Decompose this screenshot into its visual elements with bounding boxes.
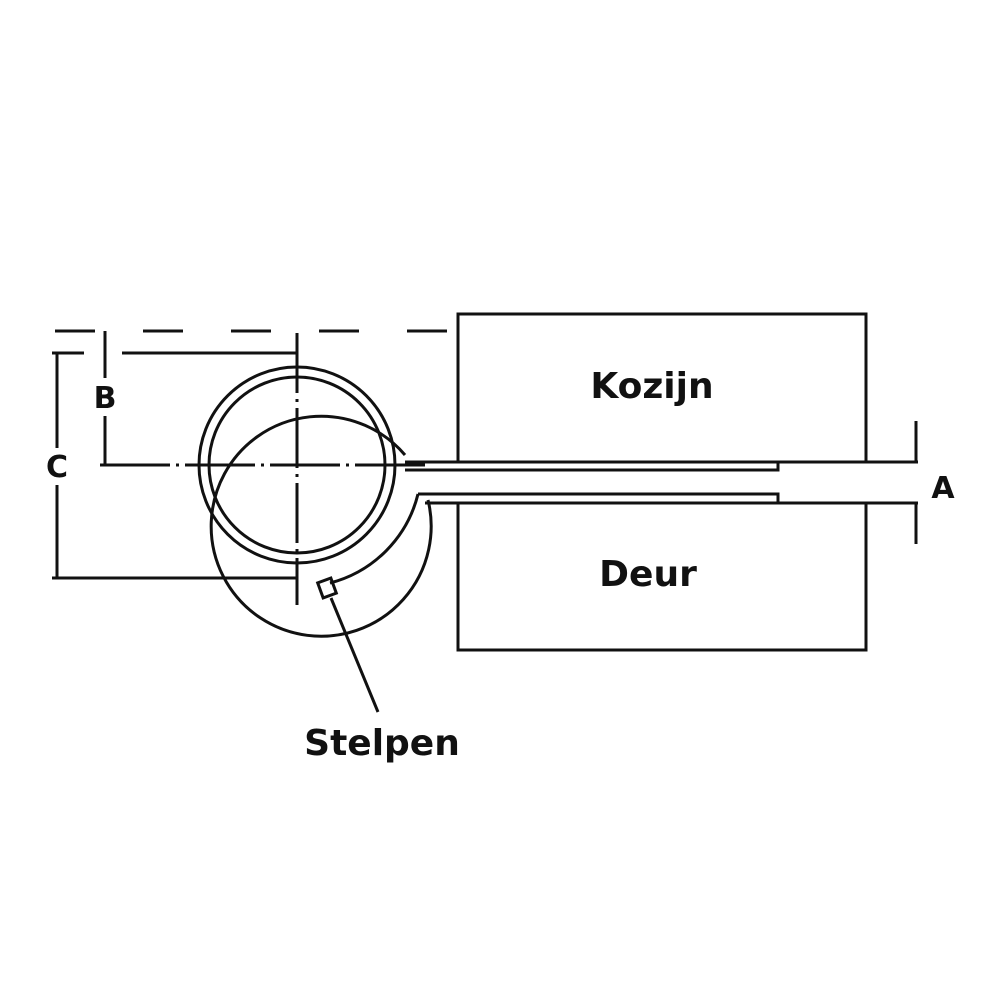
door-label: Deur (599, 554, 697, 595)
dim-c-label: C (46, 450, 68, 485)
hinge-leaf-lower (418, 492, 780, 503)
dim-b-label: B (94, 381, 117, 416)
stelpen-pin-icon (315, 576, 339, 600)
hinge-leaf-upper (405, 462, 780, 472)
hinge-outer-ring (209, 414, 433, 638)
frame-box (456, 312, 868, 462)
dim-a-label: A (931, 471, 955, 506)
pin-label: Stelpen (304, 723, 460, 764)
frame-label: Kozijn (590, 366, 713, 407)
stelpen-leader-line (329, 597, 380, 713)
door-box (456, 503, 868, 652)
hinge-outer-ring-2 (329, 493, 420, 585)
